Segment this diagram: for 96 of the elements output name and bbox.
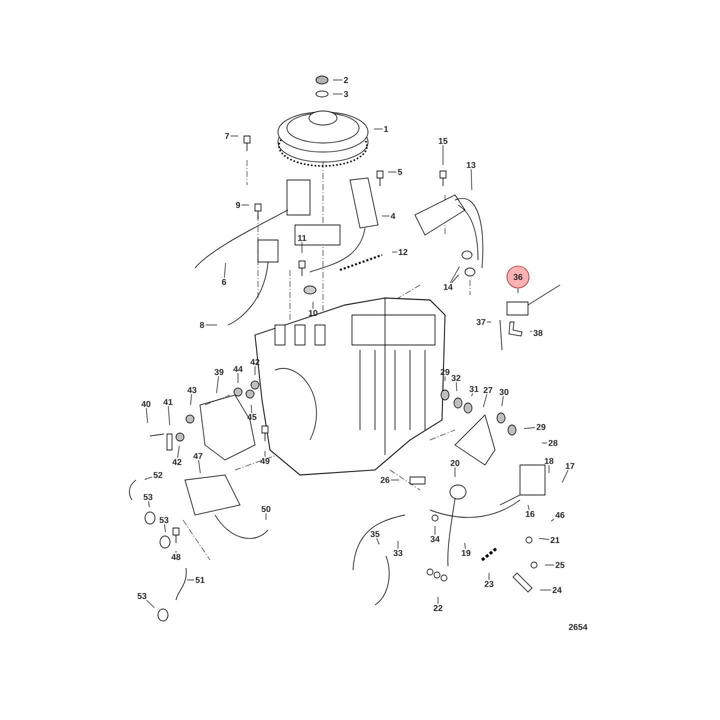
callout-number: 11 xyxy=(298,235,306,241)
leader-line xyxy=(456,382,458,392)
callout-number: 5 xyxy=(398,169,402,175)
callout-number: 48 xyxy=(171,554,180,560)
callout-number: 18 xyxy=(544,458,554,464)
callout-number: 17 xyxy=(566,463,574,469)
callout-number: 26 xyxy=(380,477,390,483)
leader-line xyxy=(524,427,536,429)
leader-line xyxy=(168,406,170,426)
leader-line xyxy=(205,324,218,326)
callout-number: 24 xyxy=(552,587,562,593)
callout-number: 41 xyxy=(163,399,172,405)
callout-number: 53 xyxy=(160,517,168,523)
leader-line xyxy=(444,376,446,382)
callout-number: 2 xyxy=(344,77,348,83)
callout-number: 37 xyxy=(476,318,486,325)
leader-line xyxy=(264,450,266,458)
callout-number: 46 xyxy=(555,512,564,518)
callout-number: 9 xyxy=(236,202,240,208)
leader-line xyxy=(224,262,226,278)
figure-number: 2654 xyxy=(568,624,588,630)
callout-number: 38 xyxy=(533,330,542,336)
callout-number: 6 xyxy=(222,279,226,285)
callout-number: 31 xyxy=(469,386,478,392)
callout-number: 4 xyxy=(390,213,396,219)
callout-number: 28 xyxy=(548,440,558,446)
callout-number: 13 xyxy=(466,162,476,168)
callout-number: 23 xyxy=(484,581,494,587)
leader-line xyxy=(146,408,148,424)
leader-line xyxy=(442,144,444,166)
leader-line xyxy=(177,446,180,458)
leader-line xyxy=(528,504,530,510)
leader-line xyxy=(251,404,252,414)
callout-number: 15 xyxy=(438,138,448,144)
leader-line xyxy=(144,476,152,480)
callout-number: 53 xyxy=(144,494,152,500)
leader-line xyxy=(488,572,490,580)
callout-number: 8 xyxy=(200,322,204,328)
callout-number: 34 xyxy=(430,536,440,542)
leader-line xyxy=(548,464,550,474)
leader-line xyxy=(146,600,155,608)
leader-line xyxy=(164,524,166,532)
callout-number: 51 xyxy=(196,577,204,583)
callout-number: 39 xyxy=(214,368,224,375)
leader-line xyxy=(471,392,473,397)
callout-number: 35 xyxy=(370,531,380,537)
callout-number: 29 xyxy=(536,424,546,430)
callout-number: 25 xyxy=(556,562,564,568)
callout-number: 27 xyxy=(484,387,492,393)
callout-number: 19 xyxy=(462,550,470,556)
callout-number: 43 xyxy=(187,387,196,393)
leader-line xyxy=(542,442,548,444)
callout-number: 1 xyxy=(384,126,388,132)
leader-line xyxy=(241,204,250,206)
callout-number: 14 xyxy=(444,284,453,290)
callout-number: 3 xyxy=(344,90,348,97)
callout-number: 20 xyxy=(450,460,460,466)
highlighted-callout-number: 36 xyxy=(506,266,530,288)
callout-number: 16 xyxy=(526,511,534,517)
leader-line xyxy=(538,538,550,540)
leader-line xyxy=(148,500,150,508)
leader-line xyxy=(254,366,256,376)
leader-line xyxy=(374,128,383,130)
leader-line xyxy=(470,168,472,190)
callout-number: 12 xyxy=(398,249,408,255)
leader-line xyxy=(312,302,314,310)
callout-number: 49 xyxy=(260,458,270,464)
leader-line xyxy=(376,538,380,545)
leader-line xyxy=(450,266,460,284)
leader-line xyxy=(501,396,504,406)
callout-number: 40 xyxy=(141,401,150,407)
callout-number: 21 xyxy=(550,537,560,543)
leader-line xyxy=(550,518,554,522)
leader-line xyxy=(562,470,568,483)
callout-number: 30 xyxy=(499,388,508,395)
leader-line xyxy=(544,564,554,566)
callout-number: 32 xyxy=(451,374,460,381)
leader-line xyxy=(464,542,466,550)
leader-line xyxy=(530,330,532,332)
callout-number: 10 xyxy=(308,310,318,316)
callout-number: 33 xyxy=(393,550,402,556)
leader-line xyxy=(451,274,460,284)
leader-line xyxy=(216,376,219,394)
callout-number: 7 xyxy=(225,133,229,139)
leader-line xyxy=(190,394,192,406)
leader-line xyxy=(483,394,488,408)
callout-number: 44 xyxy=(233,366,243,372)
callout-number: 22 xyxy=(434,605,442,611)
callout-number: 42 xyxy=(172,459,182,465)
leader-line xyxy=(454,466,456,478)
leader-line xyxy=(434,526,436,536)
callout-number: 52 xyxy=(154,472,162,478)
callout-number: 50 xyxy=(262,506,270,512)
callout-number: 53 xyxy=(138,593,146,600)
leader-line xyxy=(198,460,201,474)
callout-number: 47 xyxy=(193,453,202,459)
